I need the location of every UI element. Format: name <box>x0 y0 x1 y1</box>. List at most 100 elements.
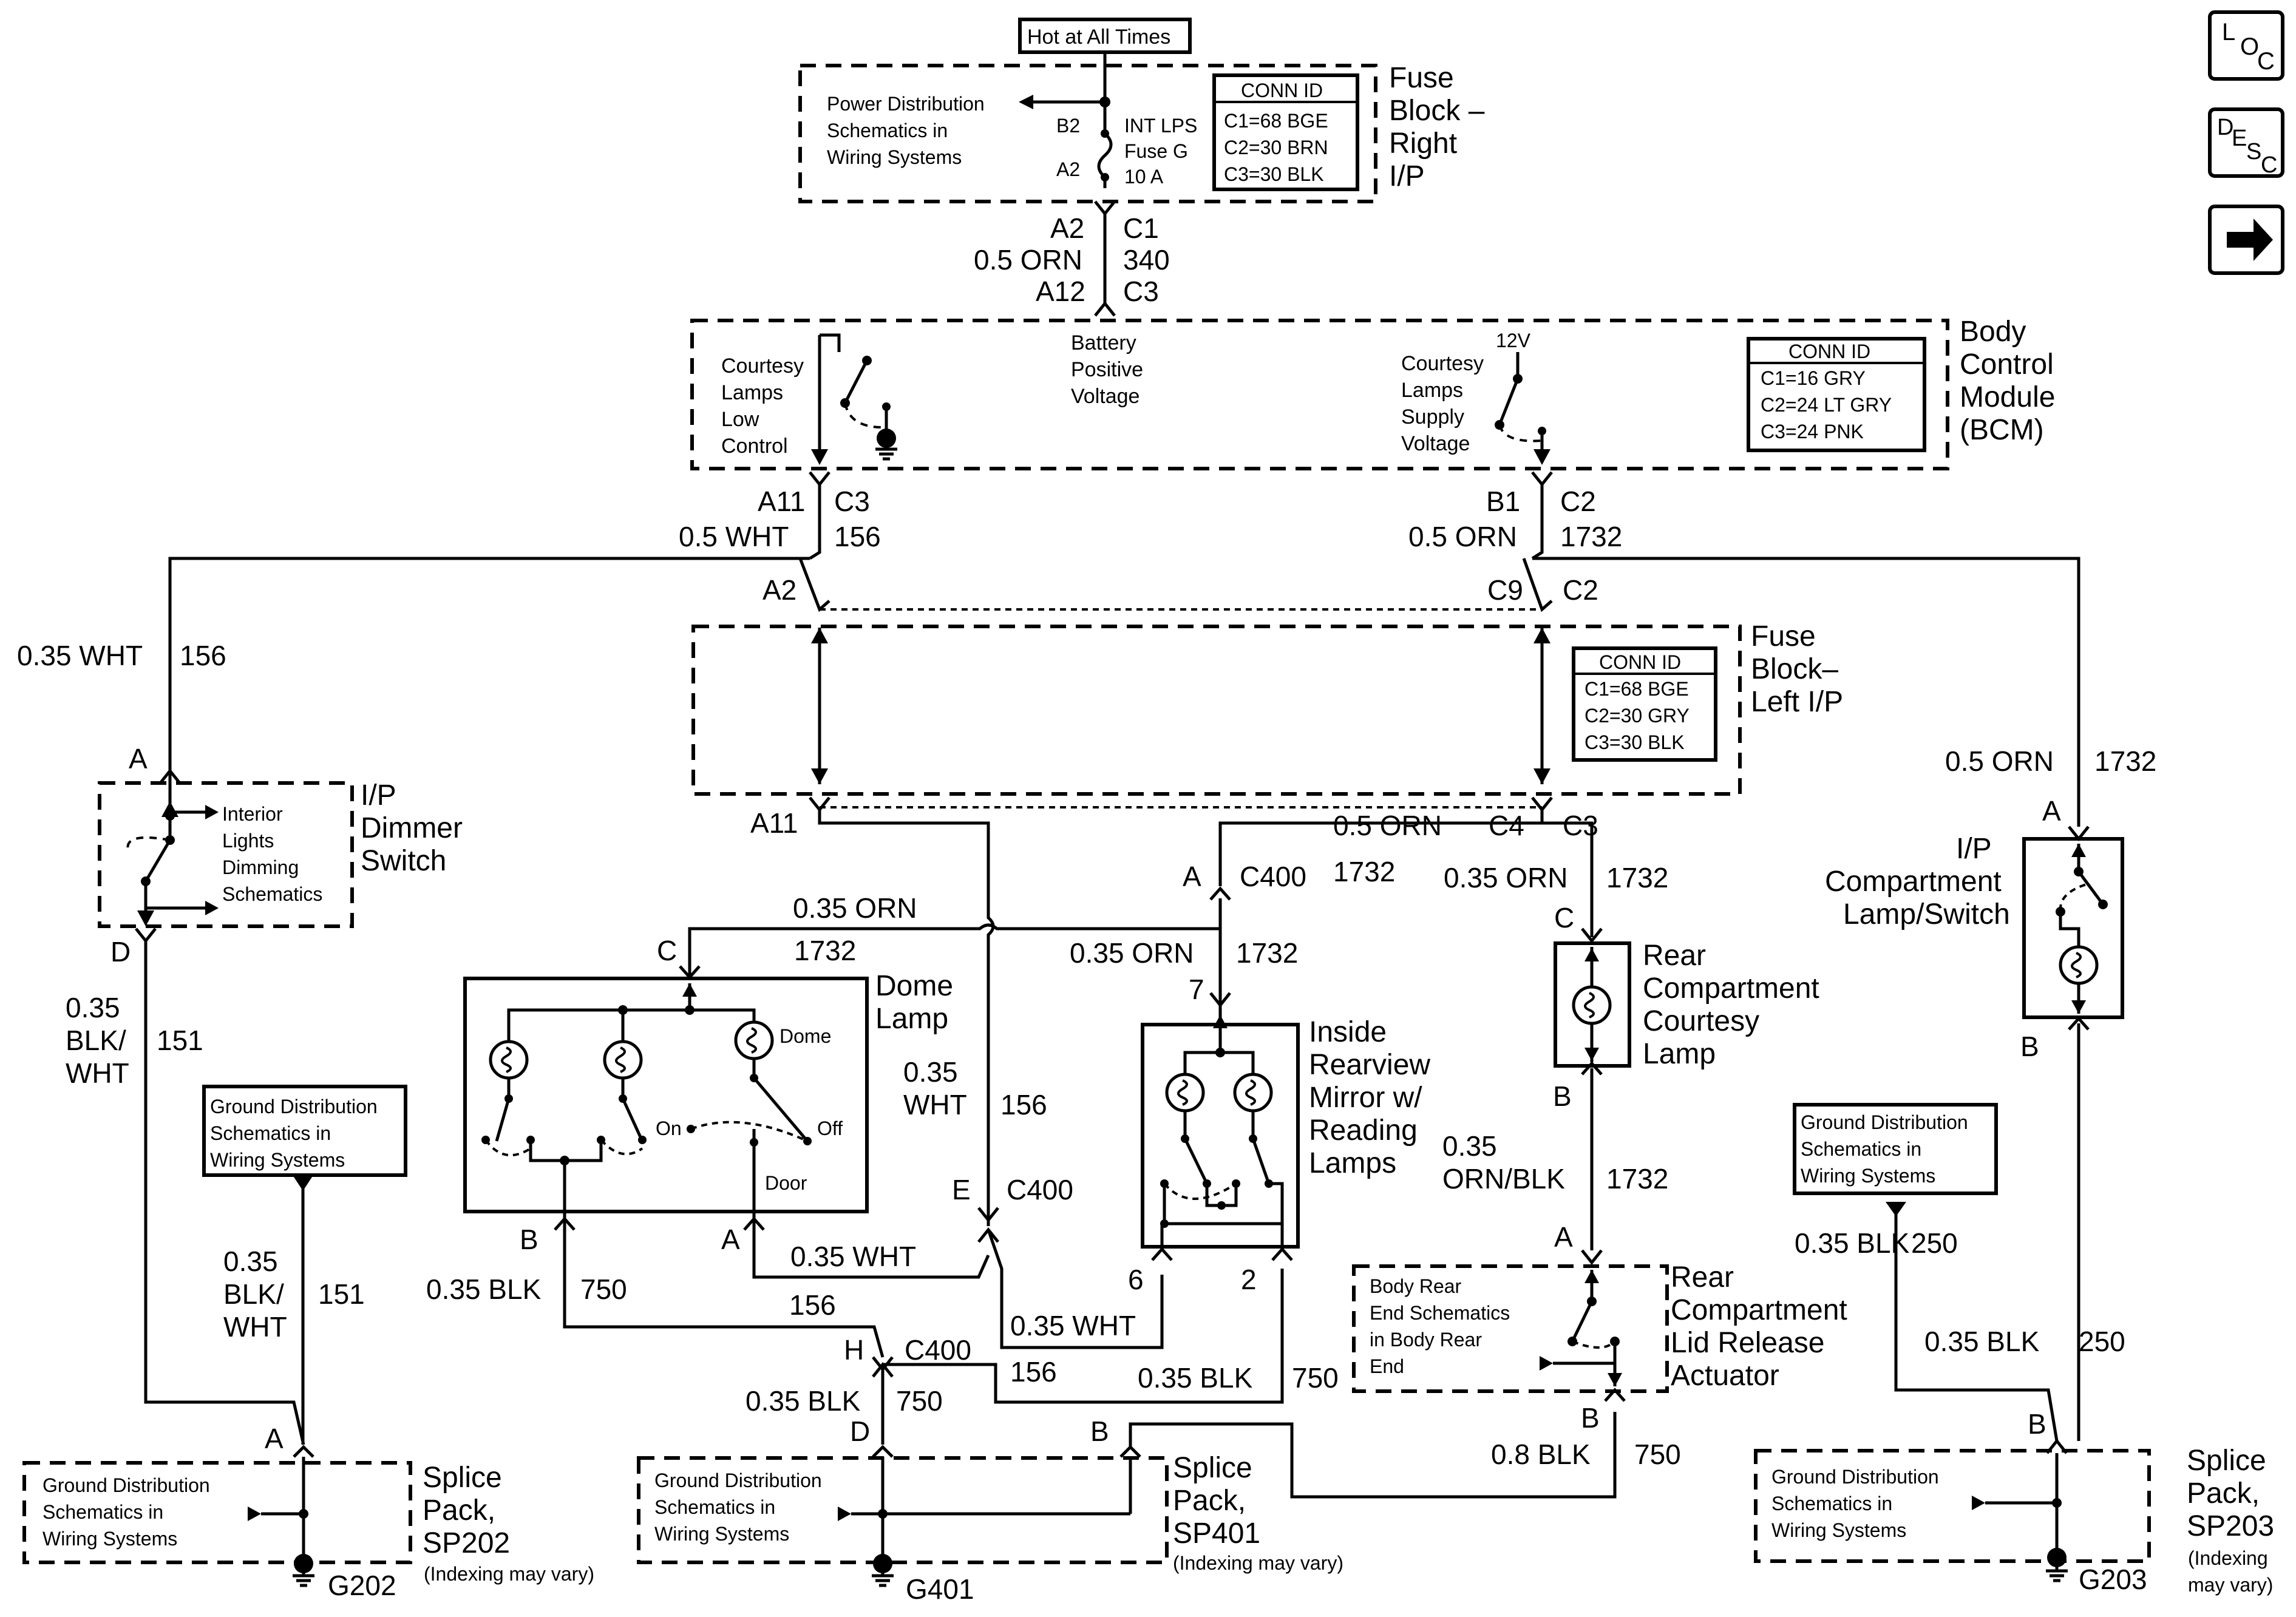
svg-text:0.5 ORN: 0.5 ORN <box>974 244 1082 276</box>
svg-text:Voltage: Voltage <box>1401 432 1470 455</box>
svg-text:Schematics: Schematics <box>222 883 322 905</box>
svg-text:0.5 WHT: 0.5 WHT <box>679 521 789 552</box>
svg-text:Wiring Systems: Wiring Systems <box>654 1523 789 1545</box>
loc-button[interactable]: L O C <box>2208 10 2284 81</box>
svg-text:Lights: Lights <box>222 830 274 852</box>
svg-text:B1: B1 <box>1486 486 1520 517</box>
svg-text:10 A: 10 A <box>1124 166 1164 188</box>
ipc-pin-b: B <box>2020 1031 2039 1062</box>
conn-id-table-bcm: CONN ID C1=16 GRY C2=24 LT GRY C3=24 PNK <box>1747 337 1926 452</box>
mirror-pin-6: 6 <box>1128 1264 1144 1295</box>
svg-text:Rearview: Rearview <box>1309 1049 1430 1081</box>
svg-text:S: S <box>2246 139 2261 164</box>
svg-text:Power Distribution: Power Distribution <box>827 93 985 115</box>
svg-text:Rear: Rear <box>1671 1261 1734 1293</box>
svg-text:I/P: I/P <box>1389 160 1425 192</box>
svg-text:A2: A2 <box>763 574 796 606</box>
gnd2-250: 250 <box>1911 1227 1958 1259</box>
fuse-g-symbol <box>1097 102 1113 188</box>
svg-text:Wiring Systems: Wiring Systems <box>827 146 962 168</box>
dimmer-pin-a: A <box>129 743 148 775</box>
sp401-pin-d: D <box>850 1415 870 1447</box>
svg-text:Control: Control <box>1960 348 2054 381</box>
svg-text:L: L <box>2222 19 2235 46</box>
svg-text:Courtesy: Courtesy <box>1401 352 1484 375</box>
svg-text:C3=30 BLK: C3=30 BLK <box>1224 163 1324 185</box>
rear-lamp-pin-c: C <box>1554 902 1574 934</box>
desc-button[interactable]: D E S C <box>2208 107 2284 178</box>
svg-text:0.5 ORN: 0.5 ORN <box>1408 521 1517 552</box>
svg-text:Lid Release: Lid Release <box>1671 1327 1825 1359</box>
svg-text:C1: C1 <box>1123 212 1159 244</box>
c400-e-label: C400 <box>1007 1174 1073 1205</box>
svg-text:Schematics in: Schematics in <box>210 1122 331 1144</box>
svg-text:Compartment: Compartment <box>1643 972 1819 1005</box>
c400-1732: 1732 <box>1236 937 1298 969</box>
svg-text:Body Rear: Body Rear <box>1370 1275 1462 1297</box>
svg-text:End: End <box>1370 1355 1404 1377</box>
svg-text:Interior: Interior <box>222 803 283 825</box>
svg-text:End Schematics: End Schematics <box>1370 1302 1510 1324</box>
wire-label-top: A2 C1 0.5 ORN 340 A12 C3 <box>974 212 1170 307</box>
ground-distribution-box-2: Ground Distribution Schematics in Wiring… <box>1793 1103 1998 1195</box>
dome-lamp: Dome Lamp Dome On Off Door <box>463 970 953 1219</box>
next-page-button[interactable] <box>2208 205 2284 275</box>
svg-text:in Body Rear: in Body Rear <box>1370 1329 1482 1351</box>
dome-pin-a: A <box>721 1224 740 1255</box>
svg-text:Body: Body <box>1960 316 2026 348</box>
svg-text:Schematics in: Schematics in <box>654 1496 775 1518</box>
svg-text:Mirror w/: Mirror w/ <box>1309 1082 1422 1114</box>
wire-label-right-1732: 0.5 ORN 1732 <box>1945 745 2156 777</box>
mirror-750: 750 <box>1292 1362 1339 1394</box>
svg-text:Lamp: Lamp <box>1643 1038 1716 1070</box>
dome-pin-c: C <box>657 935 677 966</box>
lid-pin-a: A <box>1554 1221 1573 1253</box>
svg-text:Splice: Splice <box>1173 1452 1252 1484</box>
svg-text:Lamps: Lamps <box>721 381 783 404</box>
svg-text:Wiring Systems: Wiring Systems <box>210 1149 345 1171</box>
rear-lamp-pin-b: B <box>1553 1080 1572 1112</box>
svg-text:C3: C3 <box>834 486 870 517</box>
ground-g203: G203 <box>2079 1564 2147 1595</box>
svg-text:Actuator: Actuator <box>1671 1360 1779 1392</box>
dome-orn-label: 0.35 ORN <box>793 892 917 924</box>
svg-text:A12: A12 <box>1036 276 1085 307</box>
svg-text:Left I/P: Left I/P <box>1751 686 1843 718</box>
svg-text:151: 151 <box>318 1278 365 1310</box>
gnd2-wire: 0.35 BLK <box>1795 1227 1910 1259</box>
svg-text:(BCM): (BCM) <box>1960 414 2044 446</box>
svg-text:C2=30 BRN: C2=30 BRN <box>1224 137 1328 158</box>
ip-dimmer-switch: I/P Dimmer Switch Interior Lights Dimmin… <box>98 770 463 928</box>
svg-text:340: 340 <box>1123 244 1170 276</box>
svg-text:0.5 ORN: 0.5 ORN <box>1945 745 2054 777</box>
splice-pack-sp202: Splice Pack, SP202 (Indexing may vary) G… <box>22 1457 594 1585</box>
ground-g202: G202 <box>328 1570 396 1601</box>
wire-labels-bcm-out: A11 C3 0.5 WHT 156 B1 C2 0.5 ORN 1732 A2… <box>679 486 1622 606</box>
svg-text:SP203: SP203 <box>2187 1510 2274 1542</box>
svg-text:Block–: Block– <box>1751 653 1838 685</box>
svg-text:151: 151 <box>157 1025 203 1056</box>
svg-text:Wiring Systems: Wiring Systems <box>1771 1519 1906 1541</box>
inside-rearview-mirror: Inside Rearview Mirror w/ Reading Lamps <box>1141 1005 1430 1249</box>
svg-text:Lamp: Lamp <box>875 1003 948 1035</box>
svg-text:may vary): may vary) <box>2188 1574 2273 1596</box>
svg-text:(Indexing: (Indexing <box>2188 1547 2268 1569</box>
svg-text:I/P: I/P <box>361 779 396 812</box>
svg-text:C1=68 BGE: C1=68 BGE <box>1224 110 1328 132</box>
svg-text:Courtesy: Courtesy <box>721 354 804 378</box>
svg-text:Wiring Systems: Wiring Systems <box>1801 1165 1935 1187</box>
svg-text:Fuse: Fuse <box>1751 620 1816 653</box>
svg-text:SP401: SP401 <box>1173 1517 1260 1550</box>
wire-labels-dome: 0.35 BLK 750 0.35 WHT 156 <box>426 1241 916 1321</box>
mirror-wire-2: 0.35 BLK <box>1138 1362 1253 1394</box>
svg-text:Fuse: Fuse <box>1389 62 1454 94</box>
fuse-left-c4: C4 <box>1489 810 1524 841</box>
svg-text:BLK/: BLK/ <box>223 1278 284 1310</box>
dome-1732: 1732 <box>794 935 856 966</box>
svg-text:CONN ID: CONN ID <box>1599 651 1681 673</box>
svg-text:C2=30 GRY: C2=30 GRY <box>1584 705 1690 727</box>
svg-text:Control: Control <box>721 435 788 458</box>
wire-label-151-left: 0.35 BLK/ WHT 151 <box>66 992 203 1089</box>
svg-text:WHT: WHT <box>223 1311 287 1343</box>
svg-text:Dimming: Dimming <box>222 856 299 878</box>
